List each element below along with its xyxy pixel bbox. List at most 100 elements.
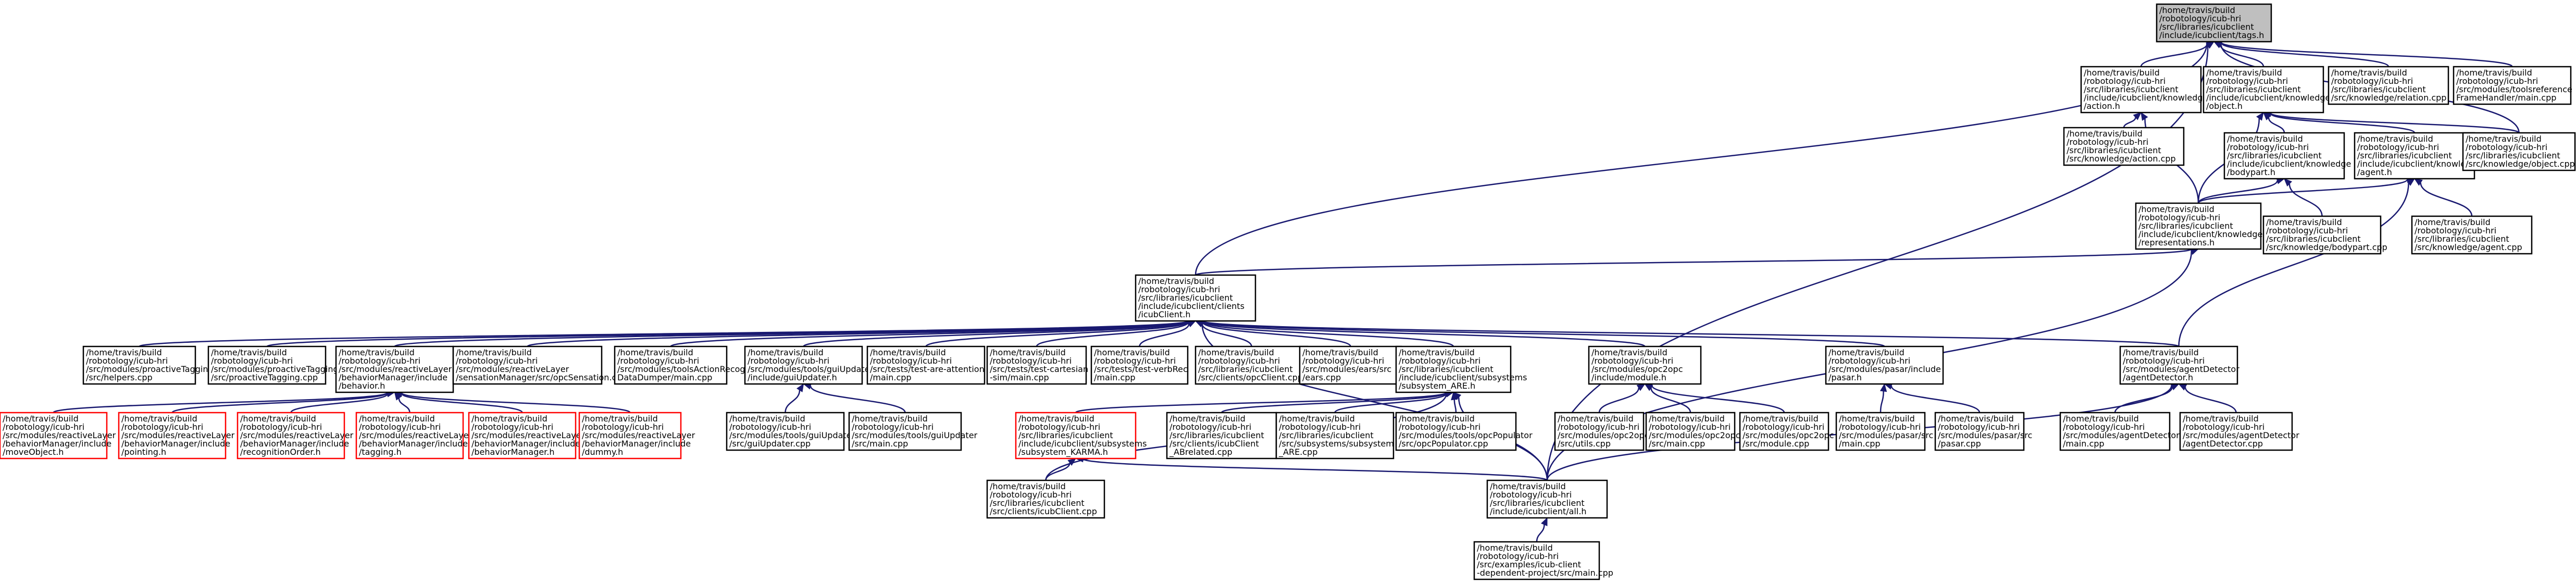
node-label-line: /pasar.h — [1828, 373, 1862, 382]
node-agent_cpp[interactable]: /home/travis/build/robotology/icub-hri/s… — [2411, 215, 2533, 255]
node-relation_cpp[interactable]: /home/travis/build/robotology/icub-hri/s… — [2328, 66, 2449, 105]
edge-line — [1651, 385, 1785, 413]
node-representations_h[interactable]: /home/travis/build/robotology/icub-hri/s… — [2135, 202, 2262, 250]
edge-line — [1194, 43, 2208, 276]
node-agentDetector_h[interactable]: /home/travis/build/robotology/icub-hri/s… — [2119, 345, 2239, 385]
node-pasar_h[interactable]: /home/travis/build/robotology/icub-hri/s… — [1825, 345, 1944, 385]
node-testVerbRec[interactable]: /home/travis/build/robotology/icub-hri/s… — [1090, 345, 1189, 385]
node-all_h[interactable]: /home/travis/build/robotology/icub-hri/s… — [1486, 479, 1608, 519]
node-guiUpdater_main[interactable]: /home/travis/build/robotology/icub-hri/s… — [848, 412, 978, 451]
edge-line — [1650, 388, 1691, 413]
node-icubClient_cpp[interactable]: /home/travis/build/robotology/icub-hri/s… — [986, 479, 1105, 519]
node-box — [1645, 412, 1736, 451]
edge-all_h-to-subsystem_KARMA_h — [1075, 455, 1548, 481]
node-ears_cpp[interactable]: /home/travis/build/robotology/icub-hri/s… — [1299, 345, 1402, 385]
node-opcPopulator_cpp[interactable]: /home/travis/build/robotology/icub-hri/s… — [1395, 412, 1533, 451]
edge-moveObject_h-to-behavior_h — [53, 389, 395, 414]
node-guiUpdater_cpp[interactable]: /home/travis/build/robotology/icub-hri/s… — [726, 412, 855, 451]
node-label-line: /src/libraries/icubclient — [2266, 234, 2361, 244]
node-sensation_cpp[interactable]: /home/travis/build/robotology/icub-hri/s… — [452, 345, 627, 385]
node-tagging_h[interactable]: /home/travis/build/robotology/icub-hri/s… — [355, 412, 472, 460]
node-label-line: /behaviorManager/include — [471, 439, 580, 449]
node-label-line: /home/travis/build — [2084, 68, 2160, 78]
node-testAttention[interactable]: /home/travis/build/robotology/icub-hri/s… — [866, 345, 986, 385]
node-action_cpp[interactable]: /home/travis/build/robotology/icub-hri/s… — [2063, 127, 2185, 166]
node-subsystem_ARE_cpp[interactable]: /home/travis/build/robotology/icub-hri/s… — [1275, 412, 1395, 460]
node-label-line: /home/travis/build — [990, 481, 1066, 491]
node-label-line: /src/clients/icubClient.cpp — [990, 506, 1097, 516]
node-label-line: /src/modules/agentDetector — [2063, 430, 2180, 440]
node-subsystem_KARMA_h[interactable]: /home/travis/build/robotology/icub-hri/s… — [1015, 412, 1147, 460]
node-agent_h[interactable]: /home/travis/build/robotology/icub-hri/s… — [2354, 132, 2481, 180]
node-label-line: /home/travis/build — [2123, 348, 2199, 357]
edge-line — [2220, 41, 2513, 68]
node-box — [866, 345, 986, 385]
node-label-line: /behaviorManager/include — [359, 439, 468, 449]
node-opc_utils_cpp[interactable]: /home/travis/build/robotology/icub-hri/s… — [1554, 412, 1649, 451]
node-frameHandler[interactable]: /home/travis/build/robotology/icub-hri/s… — [2453, 66, 2572, 105]
node-label-line: /robotology/icub-hri — [1279, 422, 1361, 432]
node-action_h[interactable]: /home/travis/build/robotology/icub-hri/s… — [2080, 66, 2208, 114]
node-label-line: /agent.h — [2357, 167, 2392, 177]
node-label-line: /src/modules/opc2opc — [1649, 430, 1740, 440]
node-layer: /home/travis/build/robotology/icub-hri/s… — [0, 3, 2576, 580]
node-opcClient_cpp[interactable]: /home/travis/build/robotology/icub-hri/s… — [1194, 345, 1309, 385]
node-label-line: /src/modules/proactiveTagging — [86, 364, 214, 374]
node-label-line: /pointing.h — [121, 447, 166, 457]
node-box — [2262, 215, 2382, 255]
node-label-line: /src/modules/pasar/src — [1839, 430, 1933, 440]
edge-line — [1139, 324, 1190, 347]
node-label-line: /tagging.h — [359, 447, 402, 457]
node-label-line: /robotology/icub-hri — [1649, 422, 1731, 432]
node-helpers_cpp[interactable]: /home/travis/build/robotology/icub-hri/s… — [82, 345, 214, 385]
node-icubClient_ABrelated[interactable]: /home/travis/build/robotology/icub-hri/s… — [1166, 412, 1277, 460]
node-object_cpp[interactable]: /home/travis/build/robotology/icub-hri/s… — [2462, 132, 2576, 171]
node-moveObject_h[interactable]: /home/travis/build/robotology/icub-hri/s… — [0, 412, 116, 460]
node-testCartesian[interactable]: /home/travis/build/robotology/icub-hri/s… — [986, 345, 1088, 385]
node-recognitionOrder_h[interactable]: /home/travis/build/robotology/icub-hri/s… — [237, 412, 354, 460]
edge-line — [1202, 320, 2180, 348]
node-cubBridge[interactable]: /home/travis/build/robotology/icub-hri/s… — [2156, 3, 2272, 43]
node-opc_module_cpp[interactable]: /home/travis/build/robotology/icub-hri/s… — [1739, 412, 1834, 451]
node-object_h[interactable]: /home/travis/build/robotology/icub-hri/s… — [2202, 66, 2330, 114]
node-subsystem_ARE_h[interactable]: /home/travis/build/robotology/icub-hri/s… — [1395, 345, 1527, 393]
node-label-line: /src/tests/test-are-attention — [870, 364, 985, 374]
edge-agentDetector_h-to-agent_h — [2178, 178, 2416, 347]
node-label-line: /home/travis/build — [2357, 134, 2433, 144]
node-proactiveTagging_cpp[interactable]: /home/travis/build/robotology/icub-hri/s… — [207, 345, 339, 385]
node-label-line: /robotology/icub-hri — [729, 422, 811, 432]
node-pasar_main_cpp[interactable]: /home/travis/build/robotology/icub-hri/s… — [1835, 412, 1933, 451]
node-behavior_h[interactable]: /home/travis/build/robotology/icub-hri/s… — [335, 345, 454, 393]
node-label-line: /src/clients/opcClient.cpp — [1198, 373, 1303, 382]
node-bodypart_cpp[interactable]: /home/travis/build/robotology/icub-hri/s… — [2262, 215, 2387, 255]
node-guiUpdater_h[interactable]: /home/travis/build/robotology/icub-hri/s… — [744, 345, 874, 385]
node-box — [614, 345, 728, 385]
node-box — [82, 345, 196, 385]
node-behaviorManager_h[interactable]: /home/travis/build/robotology/icub-hri/s… — [468, 412, 585, 460]
edge-line — [2270, 112, 2520, 134]
node-dummy_h[interactable]: /home/travis/build/robotology/icub-hri/s… — [578, 412, 695, 460]
node-pointing_h[interactable]: /home/travis/build/robotology/icub-hri/s… — [118, 412, 235, 460]
edge-line — [2114, 387, 2173, 413]
node-opc_main_cpp[interactable]: /home/travis/build/robotology/icub-hri/s… — [1645, 412, 1740, 451]
node-opcModule_h[interactable]: /home/travis/build/robotology/icub-hri/s… — [1588, 345, 1702, 385]
node-pasar_cpp[interactable]: /home/travis/build/robotology/icub-hri/s… — [1934, 412, 2032, 451]
node-label-line: /home/travis/build — [240, 414, 316, 424]
node-icubClient_h[interactable]: /home/travis/build/robotology/icub-hri/s… — [1135, 274, 1256, 322]
edge-line — [171, 392, 388, 414]
node-label-line: /robotology/icub-hri — [1591, 356, 1673, 366]
node-label-line: /robotology/icub-hri — [2227, 142, 2309, 152]
node-label-line: /src/modules/toolsreference — [2456, 84, 2572, 94]
edge-line — [2184, 387, 2237, 413]
node-label-line: /robotology/icub-hri — [1138, 284, 1220, 294]
node-agentDetector_main[interactable]: /home/travis/build/robotology/icub-hri/s… — [2059, 412, 2180, 451]
node-label-line: /home/travis/build — [1490, 481, 1566, 491]
node-label-line: /src/modules/reactiveLayer — [471, 430, 585, 440]
node-label-line: /robotology/icub-hri — [3, 422, 84, 432]
node-agentDetector_cpp[interactable]: /home/travis/build/robotology/icub-hri/s… — [2179, 412, 2299, 451]
edge-line — [1202, 320, 1885, 348]
node-dependent_main[interactable]: /home/travis/build/robotology/icub-hri/s… — [1473, 541, 1613, 580]
node-bodypart_h[interactable]: /home/travis/build/robotology/icub-hri/s… — [2223, 132, 2351, 180]
node-label-line: /home/travis/build — [1138, 276, 1214, 286]
node-actionRecog_cpp[interactable]: /home/travis/build/robotology/icub-hri/s… — [614, 345, 745, 385]
